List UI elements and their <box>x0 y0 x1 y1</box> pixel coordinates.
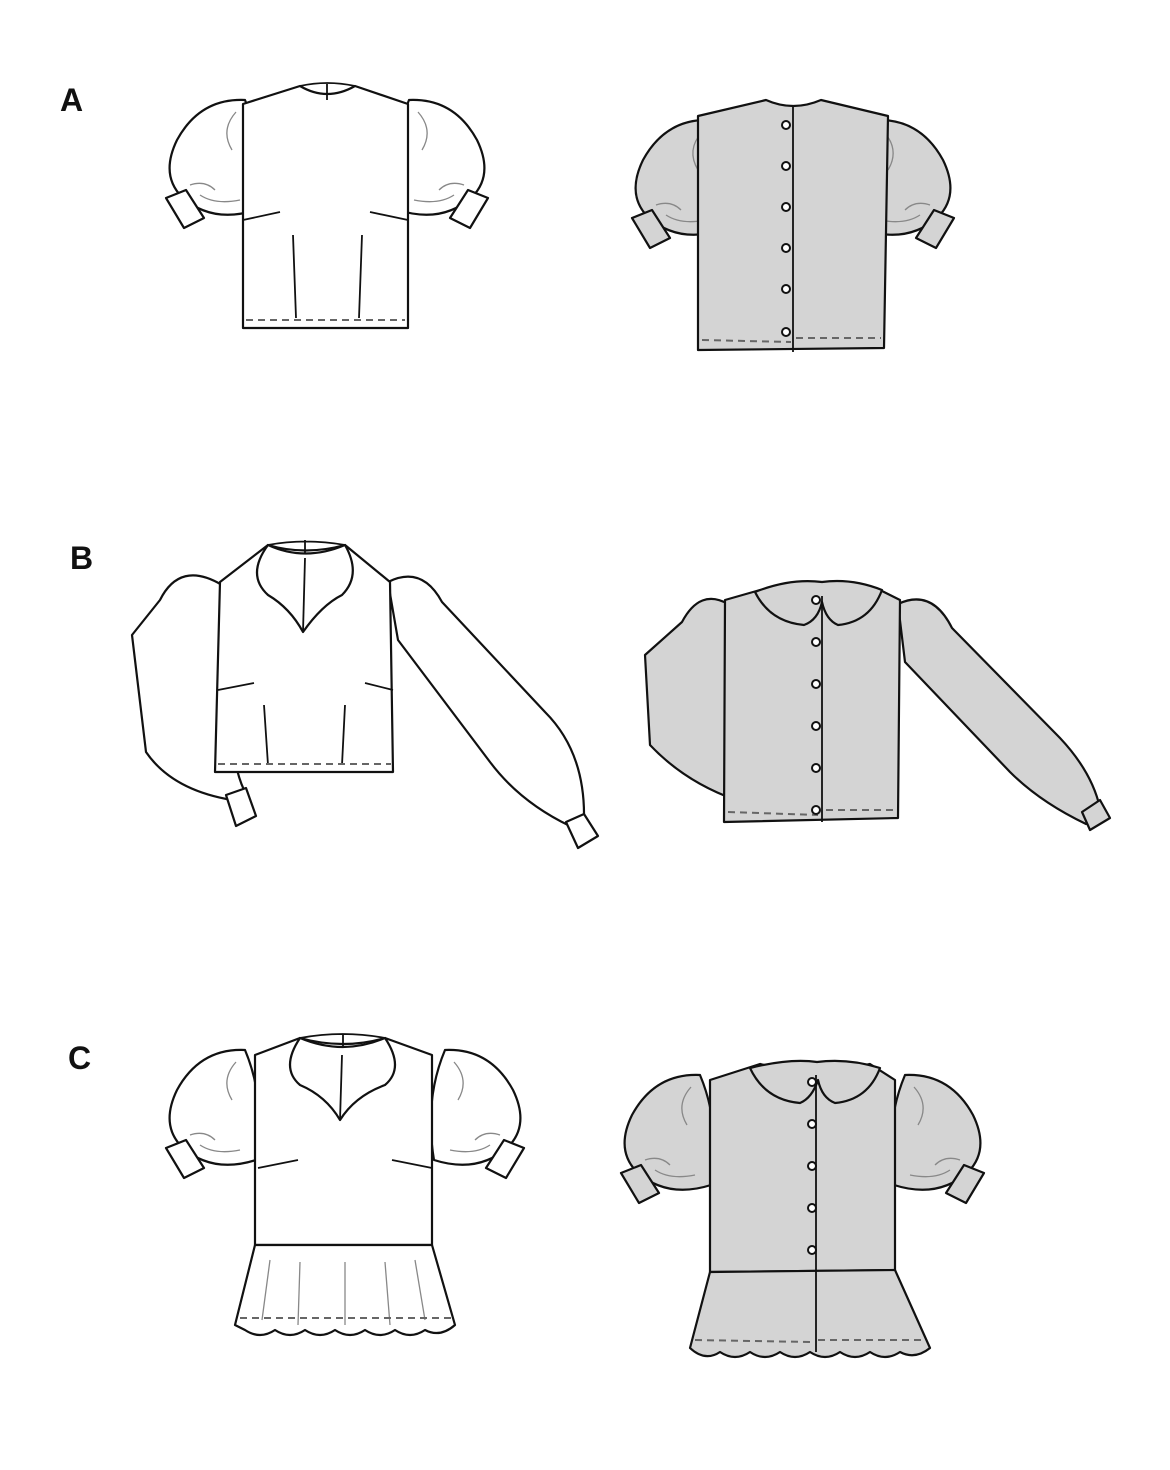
right-sleeve <box>896 598 1102 826</box>
collar <box>288 1036 397 1122</box>
bodice <box>241 84 410 330</box>
buttons <box>781 120 791 337</box>
peplum <box>688 1268 932 1359</box>
left-sleeve <box>643 597 738 802</box>
buttons <box>811 595 821 815</box>
view-label-a: A <box>60 82 84 118</box>
view-label-c: C <box>68 1040 92 1076</box>
right-sleeve <box>889 1073 986 1205</box>
right-sleeve <box>429 1048 526 1180</box>
view-b-front <box>130 540 600 850</box>
bodice <box>722 588 902 824</box>
view-c-back <box>619 1059 986 1359</box>
left-sleeve <box>164 1048 261 1180</box>
right-sleeve <box>386 575 586 828</box>
left-sleeve <box>619 1073 716 1205</box>
view-b-back <box>643 579 1112 832</box>
view-label-b: B <box>70 540 94 576</box>
buttons <box>807 1077 817 1255</box>
view-a-front <box>164 82 490 330</box>
view-a-back <box>630 98 956 352</box>
view-c-front <box>164 1033 526 1337</box>
